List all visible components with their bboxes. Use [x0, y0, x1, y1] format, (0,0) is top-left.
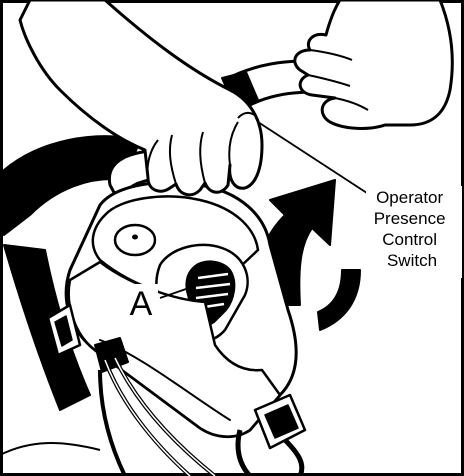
housing-knob — [115, 225, 155, 255]
part-label-a: A — [130, 285, 153, 323]
callout-line-1: Operator — [376, 188, 443, 207]
callout-line-2: Presence — [374, 209, 446, 228]
housing-knob-center — [132, 235, 138, 240]
callout-line-3: Control — [382, 230, 437, 249]
callout-line-4: Switch — [387, 251, 437, 270]
